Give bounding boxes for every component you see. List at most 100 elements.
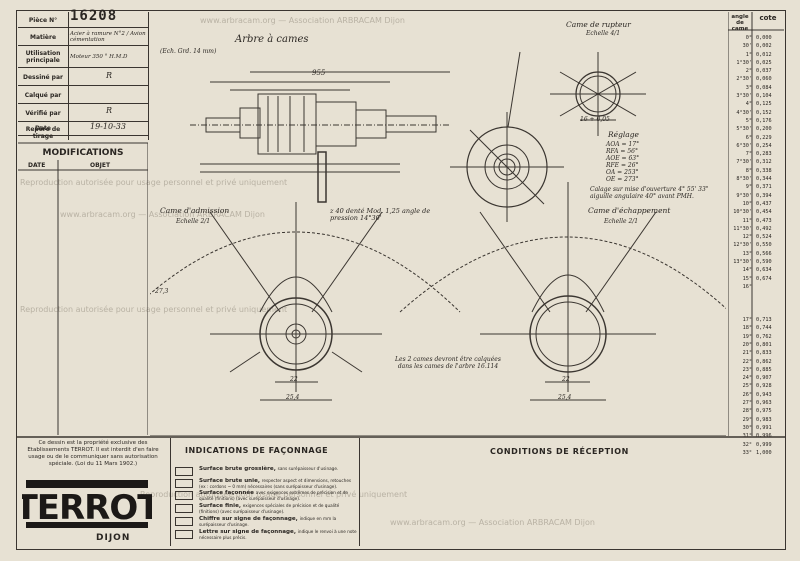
- dim-22-exhaust: 22: [562, 376, 570, 383]
- date-label: Date: [35, 125, 51, 132]
- watermark-text: www.arbracam.org — Association ARBRACAM …: [60, 210, 265, 219]
- angle-cell: 4°: [745, 101, 752, 108]
- angle-cell: 17°: [742, 317, 752, 324]
- indication-item: Chiffre sur signe de façonnage, indique …: [175, 516, 357, 528]
- cams-note: Les 2 cames devront être calquées dans l…: [395, 356, 501, 370]
- value-cell: 0,975: [756, 408, 772, 415]
- value-cell: 0,963: [756, 400, 772, 407]
- angle-cell: 19°: [742, 333, 752, 340]
- value-cell: 0,473: [756, 217, 772, 224]
- value-cell: 0,002: [756, 43, 772, 50]
- angle-cell: 15°: [742, 275, 752, 282]
- angle-cell: [730, 308, 752, 316]
- timing-table: AOA = 17° RFA = 56° AOE = 63° RFE = 26° …: [606, 141, 640, 183]
- modifications-title: MODIFICATIONS: [42, 148, 124, 158]
- value-cell: 0,394: [756, 192, 772, 199]
- angle-cell: 11°30': [733, 225, 752, 232]
- angle-cell: 11°: [742, 217, 752, 224]
- sheet-border: [16, 10, 786, 550]
- angle-cell: 12°: [742, 234, 752, 241]
- value-cell: 0,524: [756, 234, 772, 241]
- piece-label: Pièce N°: [28, 17, 58, 24]
- timing-key: RFE: [606, 162, 620, 169]
- value-cell: 0,550: [756, 242, 772, 249]
- angle-cell: 20°: [742, 341, 752, 348]
- angle-cell: 28°: [742, 408, 752, 415]
- conditions-title: CONDITIONS DE RÉCEPTION: [490, 447, 629, 456]
- watermark-text: Reproduction autorisée pour usage person…: [20, 178, 288, 187]
- angle-cell: 7°30': [736, 159, 752, 166]
- value-cell: 0,928: [756, 383, 772, 390]
- value-cell: 0,037: [756, 68, 772, 75]
- value-cell: 0,674: [756, 275, 772, 282]
- value-cell: [756, 283, 784, 291]
- timing-note: Calage sur mise d'ouverture 4° 55' 33" a…: [590, 186, 709, 200]
- drawing-title: Arbre à cames: [235, 34, 309, 45]
- angle-cell: 18°: [742, 325, 752, 332]
- value-cell: 0,084: [756, 84, 772, 91]
- angle-cell: 6°: [745, 134, 752, 141]
- value-cell: 0,125: [756, 101, 772, 108]
- angle-cell: 10°30': [733, 209, 752, 216]
- value-cell: 0,229: [756, 134, 772, 141]
- dim-254-admission: 25,4: [286, 394, 300, 401]
- angle-cell: 5°30': [736, 126, 752, 133]
- dim-22-admission: 22: [290, 376, 298, 383]
- dim-length: 955: [312, 69, 326, 77]
- angle-cell: 32°: [742, 441, 752, 448]
- value-cell: 0,492: [756, 225, 772, 232]
- timing-key: OE: [606, 176, 616, 183]
- indication-symbol: [175, 479, 193, 488]
- rupteur-cam-scale: Echelle 4/1: [586, 30, 621, 37]
- value-cell: 0,012: [756, 51, 772, 58]
- technical-drawing: [150, 51, 726, 436]
- admission-cam-scale: Echelle 2/1: [176, 218, 211, 225]
- value-cell: 0,176: [756, 117, 772, 124]
- timing-value: 63°: [628, 155, 640, 162]
- angle-cell: 9°30': [736, 192, 752, 199]
- value-cell: 0,454: [756, 209, 772, 216]
- verifie-value: R: [106, 106, 113, 115]
- angle-cell: 10°: [742, 200, 752, 207]
- value-cell: 0,254: [756, 142, 772, 149]
- angle-cell: 16°: [742, 283, 752, 290]
- rupteur-cam-label: Came de rupteur: [566, 20, 631, 29]
- calque-label: Calqué par: [24, 92, 62, 99]
- matiere-row: Matière Acier à ramure N°2 / Avion cémen…: [18, 28, 148, 46]
- modifications-box: MODIFICATIONS DATE OBJET: [18, 140, 148, 435]
- angle-cell: [730, 300, 752, 308]
- angle-cell: 23°: [742, 366, 752, 373]
- piece-row: Pièce N° 16208: [18, 9, 148, 28]
- angle-cell: 1°30': [736, 59, 752, 66]
- indication-item: Surface façonnée avec exigences extrêmes…: [175, 490, 357, 502]
- watermark-text: www.arbracam.org — Association ARBRACAM …: [390, 518, 595, 527]
- angle-cell: 12°30': [733, 242, 752, 249]
- title-block: Pièce N° 16208 Matière Acier à ramure N°…: [18, 9, 149, 140]
- camshaft-view: [190, 71, 450, 203]
- value-cell: 0,566: [756, 250, 772, 257]
- timing-key: RFA: [606, 148, 619, 155]
- timing-key: AOE: [606, 155, 620, 162]
- angle-cell: 7°: [745, 151, 752, 158]
- value-cell: 0,634: [756, 267, 772, 274]
- calque-row: Calqué par: [18, 86, 148, 104]
- repere-label: Repère de tirage: [25, 126, 61, 140]
- indication-item: Lettre sur signe de façonnage, indique l…: [175, 529, 357, 541]
- value-cell: 0,762: [756, 333, 772, 340]
- indication-item: Surface brute grossière, sans surépaisse…: [175, 466, 357, 478]
- angle-cell: 24°: [742, 375, 752, 382]
- terrot-logo: TERROT: [22, 480, 152, 528]
- date-row: Date 19-10-33: [18, 122, 148, 136]
- value-cell: 0,283: [756, 151, 772, 158]
- value-cell: 0,344: [756, 176, 772, 183]
- value-cell: [756, 300, 784, 308]
- value-cell: 0,885: [756, 366, 772, 373]
- value-cell: 0,862: [756, 358, 772, 365]
- indication-symbol: [175, 504, 193, 513]
- timing-value: 56°: [627, 148, 638, 155]
- angle-table-head-value: cote: [759, 14, 777, 22]
- value-cell: 0,371: [756, 184, 772, 191]
- indication-item: Surface brute unie, respecter aspect et …: [175, 478, 357, 490]
- angle-cell: 14°: [742, 267, 752, 274]
